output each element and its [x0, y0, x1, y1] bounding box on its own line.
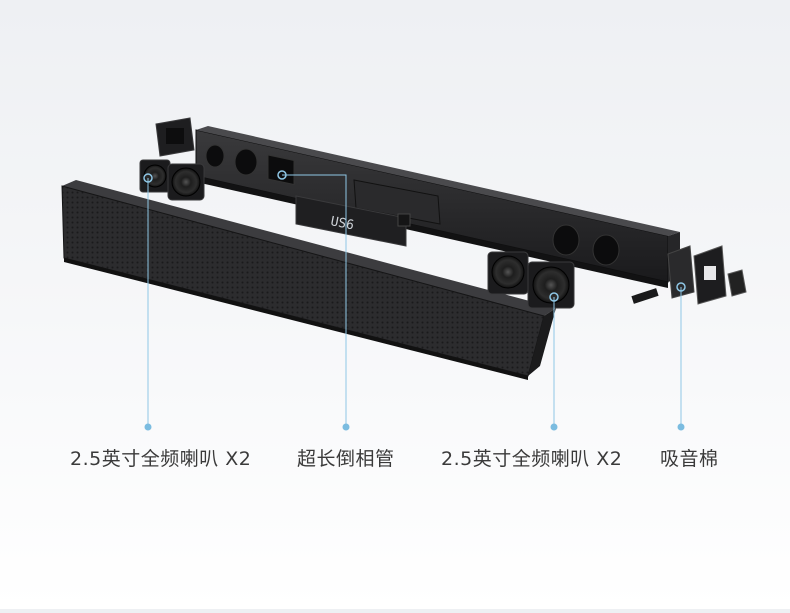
- callout-line-2: [282, 174, 347, 427]
- right-speaker-1: [491, 255, 525, 289]
- callout-label-port-tube: 超长倒相管: [297, 448, 395, 470]
- housing-port-3: [552, 224, 580, 256]
- end-cap-parts: [631, 245, 747, 305]
- callout-anchor-2: [277, 170, 287, 180]
- right-speaker-2: [532, 266, 570, 304]
- callout-dot-3: [550, 423, 558, 431]
- bass-port-tube: US6: [295, 179, 441, 247]
- left-speaker-2: [171, 167, 201, 197]
- callout-dot-1: [144, 423, 152, 431]
- front-grille: [61, 180, 556, 380]
- callout-anchor-4: [676, 282, 686, 292]
- callout-anchor-3: [549, 292, 559, 302]
- housing-port-2: [234, 148, 258, 176]
- callout-label-left-speakers: 2.5英寸全频喇叭 X2: [70, 448, 252, 470]
- right-speaker-pair: [487, 251, 575, 309]
- left-speaker-pair: [139, 159, 205, 201]
- callout-anchor-1: [143, 173, 153, 183]
- callout-label-acoustic-foam: 吸音棉: [660, 448, 719, 470]
- callout-lines: [143, 170, 686, 431]
- callout-dot-4: [677, 423, 685, 431]
- top-bracket: [155, 117, 195, 157]
- callout-label-right-speakers: 2.5英寸全频喇叭 X2: [441, 448, 623, 470]
- callout-dot-2: [342, 423, 350, 431]
- housing-port-4: [592, 234, 620, 266]
- left-speaker-1: [143, 164, 167, 188]
- display-text: US6: [329, 214, 355, 233]
- housing-port-1: [205, 144, 225, 168]
